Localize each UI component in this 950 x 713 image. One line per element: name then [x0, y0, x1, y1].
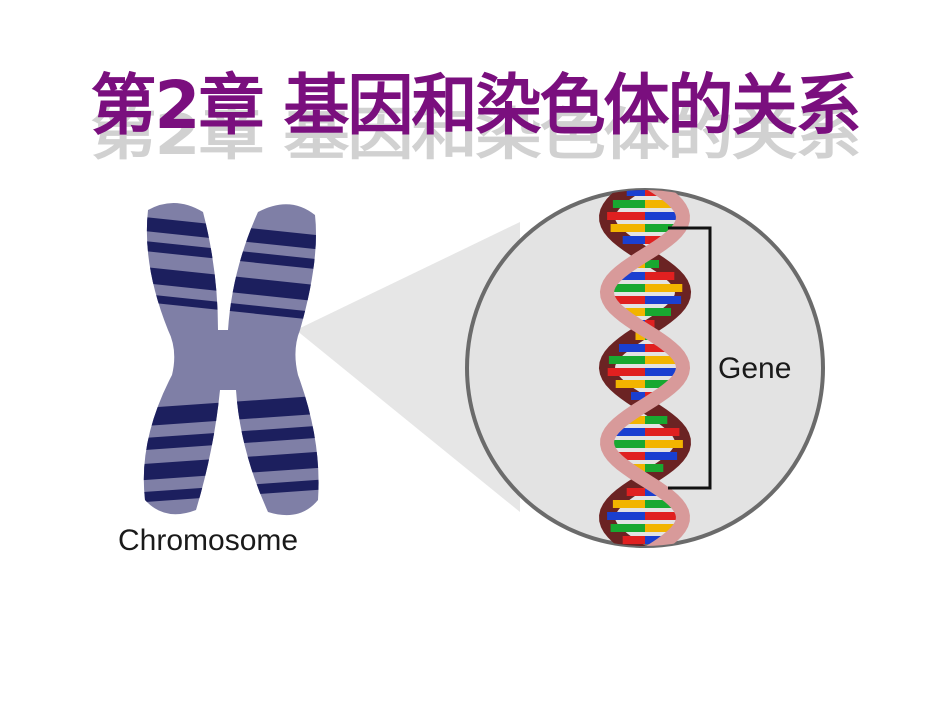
slide-title: 第2章 基因和染色体的关系	[90, 67, 862, 144]
zoom-cone	[296, 222, 520, 512]
chromosome	[143, 202, 319, 516]
dna-helix	[598, 190, 692, 546]
title-block: 第2章 基因和染色体的关系 第2章 基因和染色体的关系	[0, 52, 950, 172]
gene-bracket	[668, 226, 712, 490]
dna-backbone-front	[599, 190, 691, 546]
chromosome-label: Chromosome	[118, 524, 298, 557]
gene-label: Gene	[718, 352, 791, 385]
title-shadow: 第2章 基因和染色体的关系	[90, 101, 862, 168]
